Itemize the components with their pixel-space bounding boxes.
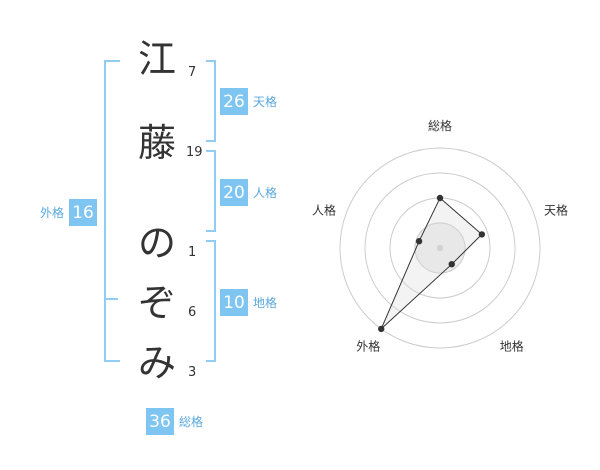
name-char-2: 藤 bbox=[138, 121, 177, 165]
radar-point-4 bbox=[378, 325, 385, 333]
radar-axis-label-3: 地格 bbox=[500, 339, 524, 354]
radar-center bbox=[437, 245, 443, 251]
chikaku-value: 10 bbox=[220, 289, 248, 316]
name-char-4: ぞ bbox=[138, 281, 177, 325]
tenkaku-value: 26 bbox=[220, 88, 248, 115]
stroke-count-1: 7 bbox=[188, 65, 197, 80]
tenkaku-badge: 26 天格 bbox=[220, 88, 277, 115]
chikaku-bracket bbox=[206, 240, 216, 362]
chikaku-label: 地格 bbox=[253, 296, 278, 310]
soukaku-value: 36 bbox=[146, 408, 174, 435]
radar-axis-label-2: 天格 bbox=[544, 202, 568, 217]
gaikaku-label: 外格 bbox=[40, 206, 65, 220]
radar-ring-4 bbox=[339, 147, 541, 349]
radar-axis-label-5: 人格 bbox=[312, 202, 336, 217]
chikaku-badge: 10 地格 bbox=[220, 289, 277, 316]
radar-axis-label-4: 外格 bbox=[356, 339, 380, 354]
stroke-count-4: 6 bbox=[188, 305, 197, 320]
radar-axis-label-1: 総格 bbox=[428, 118, 452, 133]
gaikaku-bracket-divider bbox=[104, 298, 118, 300]
radar-series-polygon bbox=[380, 197, 483, 330]
tenkaku-label: 天格 bbox=[253, 95, 278, 109]
radar-point-3 bbox=[448, 260, 455, 268]
jinkaku-value: 20 bbox=[220, 179, 248, 206]
gaikaku-bracket bbox=[104, 60, 120, 362]
tenkaku-bracket bbox=[206, 60, 216, 142]
gaikaku-value: 16 bbox=[69, 199, 98, 226]
soukaku-badge: 36 総格 bbox=[146, 408, 203, 435]
radar-point-2 bbox=[478, 231, 486, 238]
stroke-count-5: 3 bbox=[188, 365, 197, 380]
gaikaku-badge: 外格 16 bbox=[40, 199, 98, 226]
radar-ring-3 bbox=[364, 172, 516, 324]
radar-point-5 bbox=[415, 238, 423, 245]
jinkaku-label: 人格 bbox=[253, 186, 278, 200]
stroke-count-3: 1 bbox=[188, 245, 197, 260]
name-char-5: み bbox=[138, 341, 177, 385]
name-char-1: 江 bbox=[138, 37, 177, 81]
name-char-3: の bbox=[138, 221, 177, 265]
radar-point-1 bbox=[436, 194, 444, 202]
jinkaku-bracket bbox=[206, 150, 216, 232]
soukaku-label: 総格 bbox=[179, 415, 204, 429]
stroke-count-2: 19 bbox=[186, 145, 203, 160]
jinkaku-badge: 20 人格 bbox=[220, 179, 277, 206]
